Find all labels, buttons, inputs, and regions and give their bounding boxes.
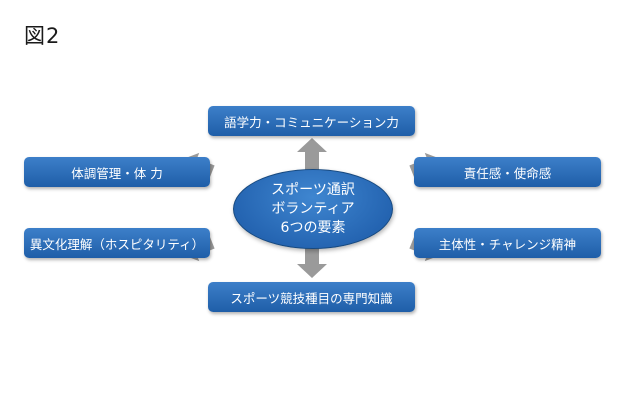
element-box-health-stamina: 体調管理・体 力 xyxy=(24,157,210,187)
figure-label: 図2 xyxy=(24,24,61,48)
arrow-down-icon xyxy=(297,246,327,278)
element-box-sports-expertise: スポーツ競技種目の専門知識 xyxy=(208,282,415,312)
element-box-initiative-challenge: 主体性・チャレンジ精神 xyxy=(414,228,601,258)
center-title-line2: ボランティア xyxy=(271,200,355,217)
element-label: スポーツ競技種目の専門知識 xyxy=(230,290,393,306)
element-label: 主体性・チャレンジ精神 xyxy=(438,236,577,252)
element-box-cross-cultural-understanding: 異文化理解（ホスピタリティ） xyxy=(24,228,210,258)
element-box-responsibility: 責任感・使命感 xyxy=(414,157,601,187)
element-label: 責任感・使命感 xyxy=(463,165,552,181)
element-label: 語学力・コミュニケーション力 xyxy=(224,114,399,130)
arrow-up-icon xyxy=(297,138,327,170)
element-box-language-communication: 語学力・コミュニケーション力 xyxy=(208,106,415,136)
element-label: 体調管理・体 力 xyxy=(71,165,163,181)
center-title-line3: 6つの要素 xyxy=(280,219,346,236)
element-label: 異文化理解（ホスピタリティ） xyxy=(29,236,205,252)
center-title-line1: スポーツ通訳 xyxy=(271,181,355,198)
center-ellipse: スポーツ通訳 ボランティア 6つの要素 xyxy=(233,169,393,249)
